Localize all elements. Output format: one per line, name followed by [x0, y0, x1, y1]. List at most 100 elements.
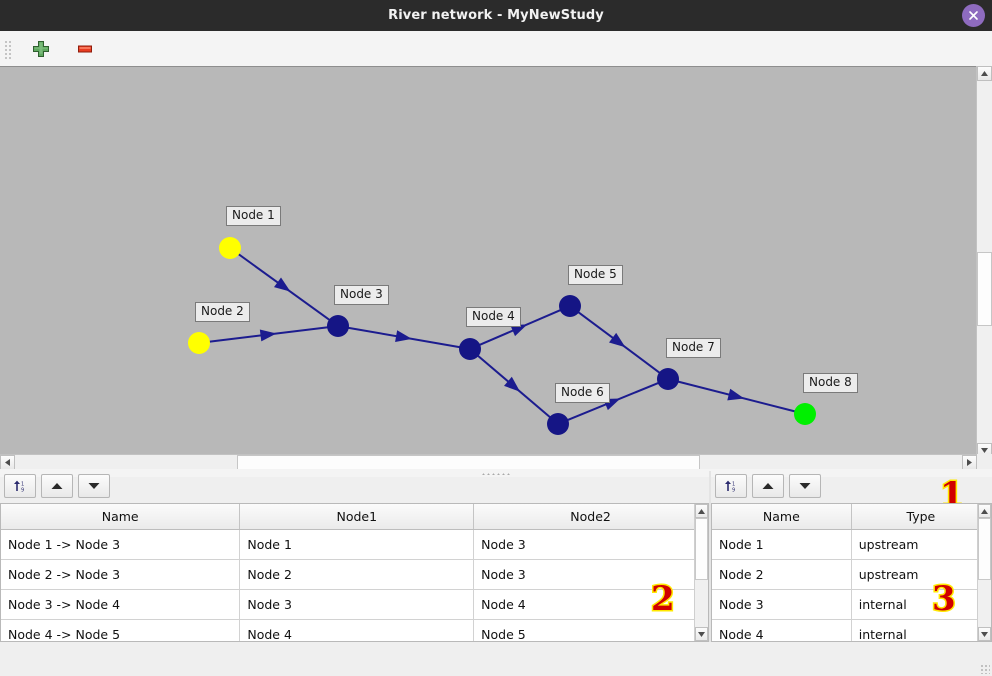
cell-name[interactable]: Node 1 -> Node 3 [1, 529, 241, 560]
red-minus-icon [78, 45, 92, 52]
node-label-node3[interactable]: Node 3 [334, 285, 389, 305]
nodes-scrollbar-thumb[interactable] [978, 518, 991, 580]
cell-node1[interactable]: Node 1 [239, 529, 475, 560]
node-label-node7[interactable]: Node 7 [666, 338, 721, 358]
svg-text:9: 9 [21, 487, 24, 493]
edge-arrow-icon [510, 324, 528, 337]
column-header-name[interactable]: Name [712, 504, 852, 530]
scroll-up-icon[interactable] [977, 66, 992, 81]
scroll-right-icon[interactable] [962, 455, 977, 470]
node-node2[interactable] [188, 332, 210, 354]
column-header-name[interactable]: Name [1, 504, 241, 530]
horizontal-splitter[interactable] [0, 469, 992, 477]
node-label-node2[interactable]: Node 2 [195, 302, 250, 322]
reaches-move-down-button[interactable] [78, 474, 110, 498]
cell-name[interactable]: Node 2 [712, 559, 852, 590]
node-node3[interactable] [327, 315, 349, 337]
cell-name[interactable]: Node 4 -> Node 5 [1, 619, 241, 641]
cell-type[interactable]: upstream [851, 559, 991, 590]
nodes-move-down-button[interactable] [789, 474, 821, 498]
node-node1[interactable] [219, 237, 241, 259]
toolbar-drag-handle[interactable] [3, 38, 12, 59]
cell-node2[interactable]: Node 4 [473, 589, 708, 620]
svg-text:1: 1 [732, 481, 735, 487]
node-label-node8[interactable]: Node 8 [803, 373, 858, 393]
green-plus-icon [33, 40, 49, 57]
cell-name[interactable]: Node 4 [712, 619, 852, 641]
reaches-scroll-down-icon[interactable] [695, 627, 708, 641]
river-network-diagram[interactable] [0, 67, 977, 453]
vertical-splitter[interactable] [709, 471, 711, 642]
main-toolbar [0, 31, 992, 67]
column-header-node1[interactable]: Node1 [239, 504, 475, 530]
nodes-layer [188, 237, 816, 435]
cell-name[interactable]: Node 3 -> Node 4 [1, 589, 241, 620]
add-node-button[interactable] [27, 35, 55, 63]
cell-name[interactable]: Node 2 -> Node 3 [1, 559, 241, 590]
column-header-type[interactable]: Type [851, 504, 991, 530]
close-icon[interactable] [962, 4, 985, 27]
remove-node-button[interactable] [71, 35, 99, 63]
cell-node1[interactable]: Node 2 [239, 559, 475, 590]
vscrollbar-thumb[interactable] [977, 252, 992, 326]
network-canvas[interactable]: Node 1 Node 2 Node 3 Node 4 Node 5 Node 6 Node… [0, 66, 992, 517]
reaches-sort-button[interactable]: 1 9 [4, 474, 36, 498]
triangle-down-icon [799, 483, 811, 489]
cell-node2[interactable]: Node 3 [473, 529, 708, 560]
window-resize-grip[interactable] [980, 664, 990, 674]
nodes-table-scrollbar[interactable] [977, 504, 991, 641]
scroll-left-icon[interactable] [0, 455, 15, 470]
reaches-move-up-button[interactable] [41, 474, 73, 498]
cell-node1[interactable]: Node 4 [239, 619, 475, 641]
nodes-sort-button[interactable]: 1 9 [715, 474, 747, 498]
edge-arrow-icon [504, 376, 521, 392]
triangle-up-icon [51, 483, 63, 489]
scrollbar-corner [977, 454, 992, 469]
node-label-node5[interactable]: Node 5 [568, 265, 623, 285]
cell-name[interactable]: Node 1 [712, 529, 852, 560]
cell-type[interactable]: internal [851, 619, 991, 641]
reaches-scroll-up-icon[interactable] [695, 504, 708, 518]
node-node7[interactable] [657, 368, 679, 390]
sort-az-icon: 1 9 [14, 480, 24, 493]
node-label-node4[interactable]: Node 4 [466, 307, 521, 327]
nodes-move-up-button[interactable] [752, 474, 784, 498]
cell-name[interactable]: Node 3 [712, 589, 852, 620]
title-bar: River network - MyNewStudy [0, 0, 992, 31]
edge-arrow-icon [274, 277, 291, 292]
node-label-node1[interactable]: Node 1 [226, 206, 281, 226]
cell-node2[interactable]: Node 3 [473, 559, 708, 590]
node-node4[interactable] [459, 338, 481, 360]
edge-arrow-icon [259, 329, 277, 342]
reaches-scrollbar-thumb[interactable] [695, 518, 708, 580]
cell-node2[interactable]: Node 5 [473, 619, 708, 641]
nodes-scroll-down-icon[interactable] [978, 627, 991, 641]
node-node8[interactable] [794, 403, 816, 425]
nodes-scroll-up-icon[interactable] [978, 504, 991, 518]
node-node5[interactable] [559, 295, 581, 317]
cell-type[interactable]: internal [851, 589, 991, 620]
hscrollbar-thumb[interactable] [237, 455, 700, 470]
canvas-vertical-scrollbar[interactable] [976, 66, 992, 458]
cell-type[interactable]: upstream [851, 529, 991, 560]
node-label-node6[interactable]: Node 6 [555, 383, 610, 403]
sort-az-icon: 1 9 [725, 480, 735, 493]
cell-node1[interactable]: Node 3 [239, 589, 475, 620]
reaches-table-scrollbar[interactable] [694, 504, 708, 641]
column-header-node2[interactable]: Node2 [473, 504, 708, 530]
canvas-horizontal-scrollbar[interactable] [0, 454, 977, 470]
triangle-up-icon [762, 483, 774, 489]
node-node6[interactable] [547, 413, 569, 435]
